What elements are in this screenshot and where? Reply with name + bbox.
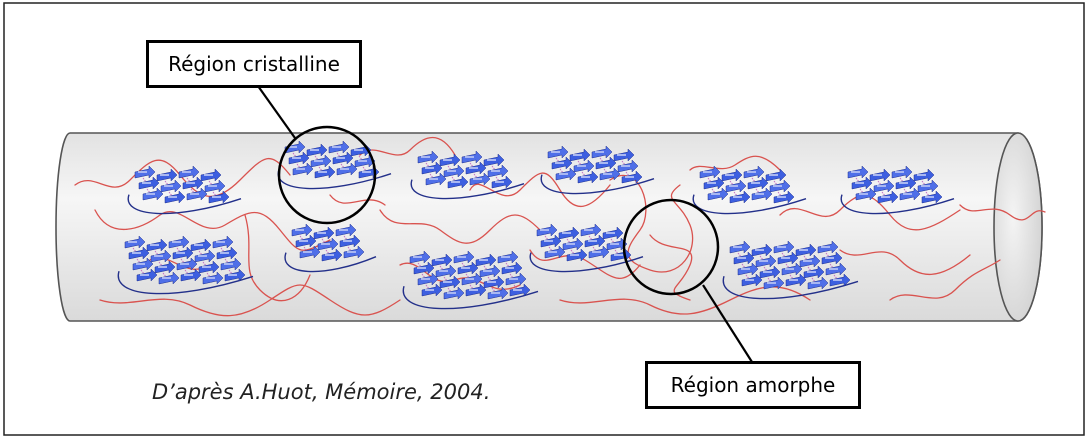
crystalline-sheets xyxy=(117,140,955,310)
crystalline-sheet xyxy=(117,235,254,295)
amorphous-chain xyxy=(649,234,693,301)
amorphous-chain xyxy=(94,209,331,251)
crystalline-sheet xyxy=(529,223,644,273)
amorphous-chain xyxy=(99,284,401,317)
amorphous-chain xyxy=(889,259,1001,301)
crystalline-sheet xyxy=(127,165,242,215)
crystalline-leader-line xyxy=(257,85,296,139)
fiber-end-cap xyxy=(993,132,1043,322)
amorphous-chain xyxy=(359,137,456,156)
amorphous-chain xyxy=(959,204,1046,221)
amorphous-chain xyxy=(329,194,386,206)
amorphous-leader-line xyxy=(702,284,753,363)
crystalline-region-label: Région cristalline xyxy=(146,40,362,88)
amorphous-chain xyxy=(244,214,311,302)
amorphous-chain xyxy=(609,174,694,273)
amorphous-chain xyxy=(529,249,641,279)
amorphous-chain xyxy=(689,155,781,171)
amorphous-chain xyxy=(839,249,971,276)
crystalline-sheet xyxy=(692,165,807,215)
crystalline-sheet xyxy=(277,140,392,190)
crystalline-sheet xyxy=(540,145,655,195)
crystalline-sheet xyxy=(410,150,525,200)
crystalline-highlight-circle xyxy=(277,125,377,225)
amorphous-highlight-circle xyxy=(622,198,720,296)
amorphous-region-label: Région amorphe xyxy=(645,361,861,409)
crystalline-sheet xyxy=(402,250,539,310)
crystalline-sheet xyxy=(284,223,377,273)
source-citation: D’après A.Huot, Mémoire, 2004. xyxy=(152,380,491,404)
outer-border xyxy=(3,2,1085,436)
crystalline-sheet xyxy=(840,165,955,215)
amorphous-chain xyxy=(469,172,611,208)
crystalline-sheet xyxy=(722,240,859,300)
amorphous-chain xyxy=(379,209,541,244)
